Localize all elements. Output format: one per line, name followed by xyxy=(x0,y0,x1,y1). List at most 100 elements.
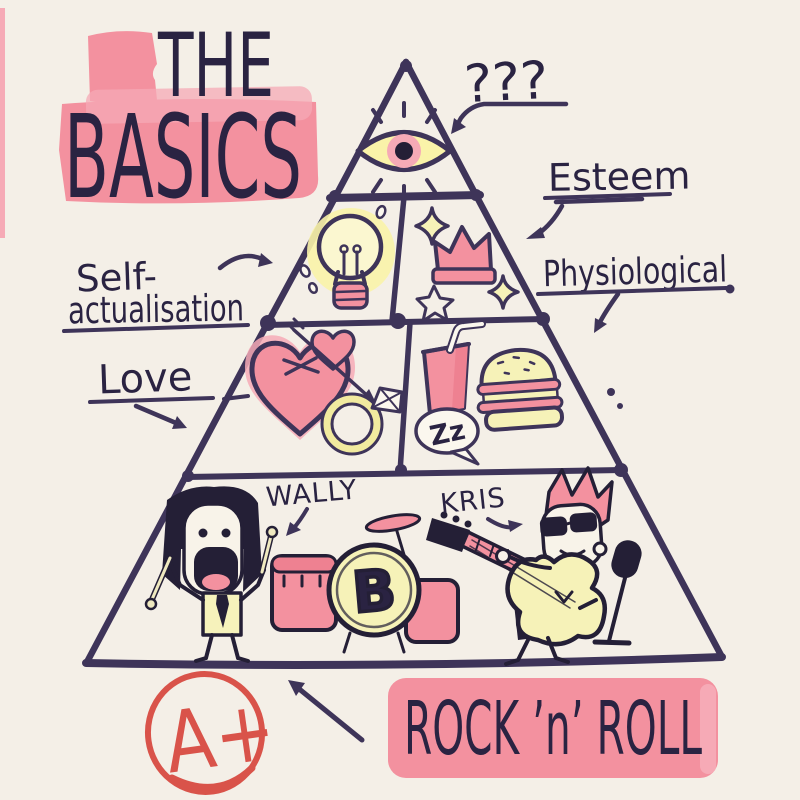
tier2-vertical-divider xyxy=(389,194,407,324)
sunglass-lens xyxy=(539,516,568,537)
self-label-line1: Self- xyxy=(75,255,157,301)
underline-end-dot xyxy=(725,284,735,294)
bottom-bun xyxy=(484,405,565,432)
ink-blob xyxy=(260,315,276,331)
mic-base xyxy=(592,639,632,646)
ink-blob xyxy=(390,313,406,329)
grade-circle-overstroke xyxy=(168,764,256,791)
sleep-text: Zz xyxy=(427,415,468,453)
bubble-tail xyxy=(449,447,480,466)
rock-n-roll-caption: ROCK ’n’ ROLL xyxy=(404,686,702,772)
microphone-icon xyxy=(592,540,642,646)
eye-icon xyxy=(355,101,453,201)
title-line1: THE xyxy=(157,14,274,117)
sunglass-lens xyxy=(569,512,598,533)
cup-rim xyxy=(421,342,471,354)
drummer-tie xyxy=(216,595,229,628)
bass-drum-icon: B xyxy=(326,542,422,654)
bass-drum-letter: B xyxy=(350,558,398,626)
ink-blob xyxy=(536,312,550,326)
crown-shape xyxy=(433,225,493,272)
guitarist-arm xyxy=(508,555,552,570)
mic-head xyxy=(611,540,642,579)
label-esteem-group: Esteem xyxy=(526,153,691,239)
love-icons xyxy=(244,317,404,456)
drummer-tongue xyxy=(202,574,230,590)
lightbulb-filament xyxy=(342,250,359,276)
ink-blob xyxy=(400,60,412,72)
esteem-underline xyxy=(543,192,672,200)
esteem-arrow-head xyxy=(526,227,545,239)
title-line2: BASICS xyxy=(64,91,302,225)
caption-arrow xyxy=(295,685,365,743)
mystery-arrow-head xyxy=(451,118,466,134)
bottom-caption-group: ROCK ’n’ ROLL xyxy=(288,678,718,778)
sparkle-icon xyxy=(487,274,520,310)
ink-blob xyxy=(182,470,194,482)
sleep-bubble-icon: Zz xyxy=(414,407,480,466)
drummer-eye xyxy=(198,528,208,538)
sparkle-icon xyxy=(414,206,450,246)
ink-blob xyxy=(614,463,628,477)
ink-blob xyxy=(395,464,407,476)
label-mystery-group: ??? xyxy=(451,51,569,134)
star-icon xyxy=(415,284,455,323)
pink-edge-stroke xyxy=(0,8,5,238)
kris-label: KRIS xyxy=(439,482,507,520)
sparkle-dash xyxy=(375,204,387,220)
title-group: THE BASICS xyxy=(59,14,319,225)
drumstick-knob xyxy=(144,597,158,611)
ring-band xyxy=(323,395,381,453)
bubble xyxy=(414,407,480,455)
arrow-shaft xyxy=(292,328,372,400)
tuning-peg xyxy=(452,515,460,523)
drumstick-fill xyxy=(260,530,274,574)
kris-arrow-head xyxy=(508,520,523,532)
small-heart xyxy=(310,329,356,371)
guitar-bridge xyxy=(578,598,598,610)
straw xyxy=(448,322,484,352)
bass-drum-shell xyxy=(326,542,422,638)
love-arrow xyxy=(133,403,179,426)
eye-pupil xyxy=(395,142,413,160)
soda-cup-icon xyxy=(421,320,486,416)
guitar-headstock xyxy=(426,518,470,552)
caption-band-edge xyxy=(700,684,716,774)
pyramid-right-edge xyxy=(402,58,726,661)
label-kris-group: KRIS xyxy=(439,482,523,532)
sunglasses-icon xyxy=(539,512,598,537)
tuning-peg xyxy=(440,511,448,519)
heart-arrow-icon xyxy=(286,317,376,403)
tom-rim xyxy=(270,554,338,574)
heart-scribble xyxy=(282,356,320,376)
basics-highlight-band xyxy=(59,98,319,204)
guitarist-character xyxy=(426,466,614,666)
physiological-underline xyxy=(536,286,728,296)
caption-highlight-band xyxy=(388,678,718,778)
label-self-actualisation-group: Self- actualisation xyxy=(62,253,273,333)
top-bun xyxy=(479,348,558,389)
guitarist-legs xyxy=(504,636,570,666)
guitar-strings xyxy=(469,539,576,609)
ink-blob xyxy=(329,190,341,202)
wally-arrow-head xyxy=(286,522,301,536)
cymbal xyxy=(364,513,422,533)
tuning-peg xyxy=(464,520,472,528)
label-physiological-group: Physiological xyxy=(536,249,735,333)
sparkle-dash xyxy=(299,264,311,278)
burger-icon xyxy=(476,348,565,432)
self-arrow-head xyxy=(258,253,273,267)
grade-text: A+ xyxy=(159,680,282,792)
drum-kit-icon: B xyxy=(270,513,460,654)
base-threads xyxy=(334,289,367,302)
bass-drum-head xyxy=(335,551,413,629)
diamond-ring-icon xyxy=(320,386,404,456)
basics-highlight-stripe xyxy=(85,86,313,124)
label-love-group: Love xyxy=(88,354,250,429)
love-label: Love xyxy=(97,354,193,403)
bass-drum-legs xyxy=(342,631,406,654)
grade-circle-icon: A+ xyxy=(144,671,282,795)
sparkle-dash xyxy=(307,281,319,295)
caption-arrow-head xyxy=(288,680,305,696)
ink-blob xyxy=(470,189,482,201)
